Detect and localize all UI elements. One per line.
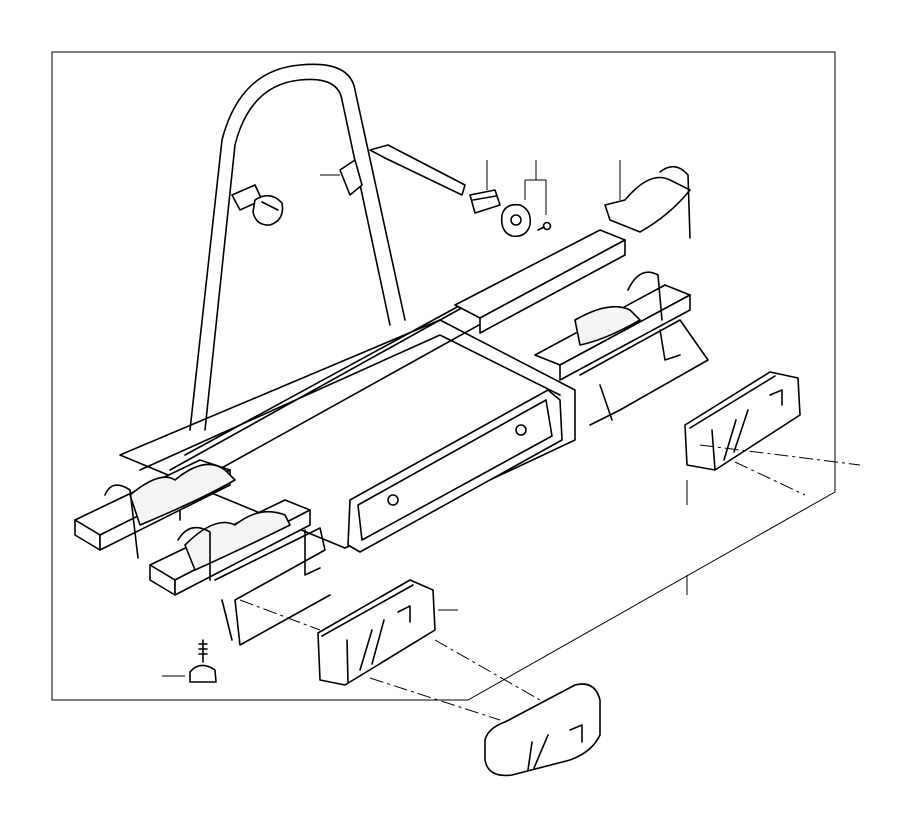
frame-clamp <box>231 184 284 226</box>
tail-light-left <box>317 579 458 686</box>
wheel-holder <box>604 160 691 239</box>
support-frame-bar <box>189 63 406 431</box>
key <box>524 160 552 231</box>
assembly-line <box>239 599 321 631</box>
clamping-screw <box>162 639 217 683</box>
plate-bolt-icon <box>387 494 399 506</box>
diagram-border <box>51 51 836 701</box>
support-arm <box>320 144 466 196</box>
assembly-line <box>434 639 541 701</box>
number-plate <box>347 389 563 553</box>
plate-bolt-icon <box>515 424 527 436</box>
assembly-line <box>699 444 861 466</box>
bike-carrier-frame <box>74 63 709 646</box>
assembly-line <box>369 677 501 721</box>
tail-light-lens <box>484 683 601 777</box>
tail-light-right <box>684 371 801 505</box>
clip-bracket <box>469 160 501 214</box>
assembly-line <box>734 461 806 496</box>
lock-knob <box>500 203 532 238</box>
